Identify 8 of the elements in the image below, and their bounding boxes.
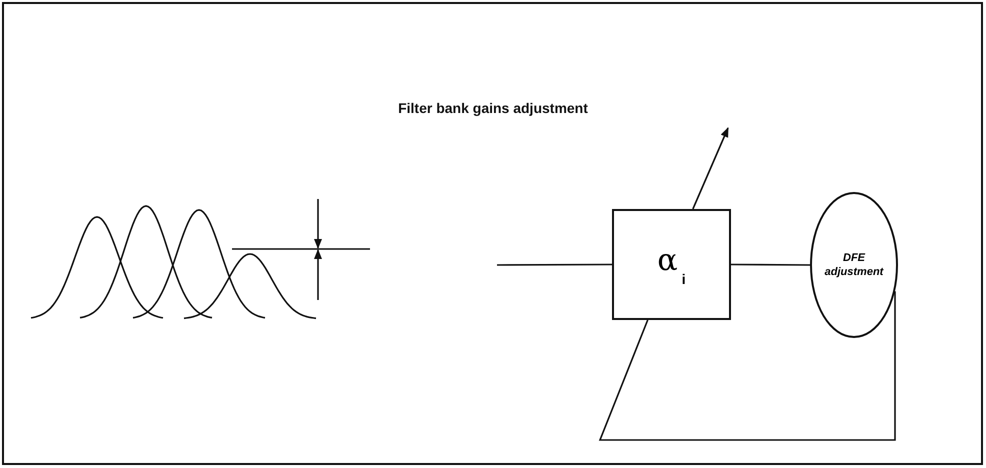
gain-symbol: α$_{i}$ <box>657 242 686 286</box>
signal-line <box>497 264 612 266</box>
gain-box <box>612 209 731 320</box>
feedback-line <box>598 291 896 441</box>
circle-label: DFE adjustment <box>824 251 884 279</box>
signal-line <box>731 264 810 266</box>
diagram-title: Filter bank gains adjustment <box>397 100 589 116</box>
arrow <box>692 127 729 210</box>
